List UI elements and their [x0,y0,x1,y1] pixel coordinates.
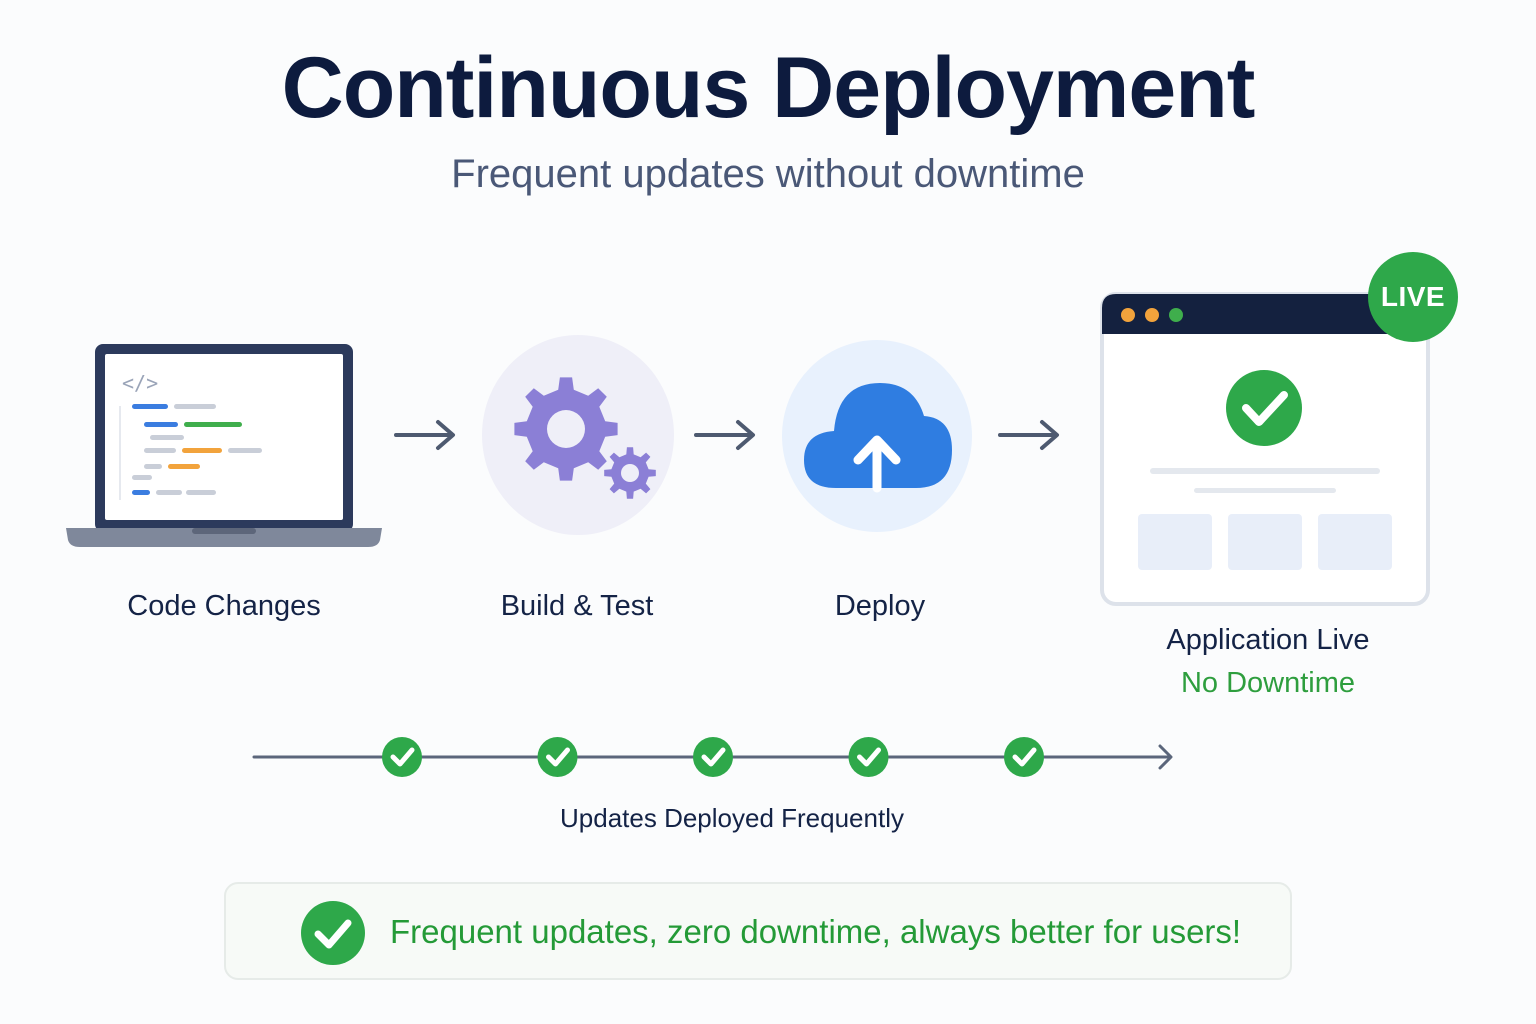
checkpoint-icon [382,737,422,777]
page-subtitle: Frequent updates without downtime [451,152,1085,196]
step-label-code-changes: Code Changes [127,590,321,622]
step-label-deploy: Deploy [834,590,926,622]
checkpoint-icon [1004,737,1044,777]
timeline-label: Updates Deployed Frequently [560,803,904,833]
svg-text:</>: </> [122,371,158,395]
arrow-right-icon [998,420,1059,450]
small-gear-icon [604,447,656,499]
arrow-right-icon [394,420,455,450]
step-label-application-live: Application Live [1166,624,1370,656]
checkpoint-icon [537,737,578,777]
step-label-build-test: Build & Test [500,590,654,622]
laptop-code-icon: </> [66,344,382,547]
large-gear-icon [514,377,618,481]
cloud-upload-icon [782,340,972,532]
gears-icon [482,335,674,535]
banner-text: Frequent updates, zero downtime, always … [390,913,1242,950]
checkpoint-icon [693,737,733,777]
status-no-downtime: No Downtime [1180,667,1356,699]
summary-banner [224,882,1292,980]
browser-window-icon [1100,292,1430,606]
checkpoint-icon [848,737,889,777]
arrow-right-icon [694,420,755,450]
live-badge: LIVE [1368,252,1458,342]
check-circle-icon [301,901,365,965]
page-title: Continuous Deployment [281,40,1256,136]
timeline [252,737,1173,777]
